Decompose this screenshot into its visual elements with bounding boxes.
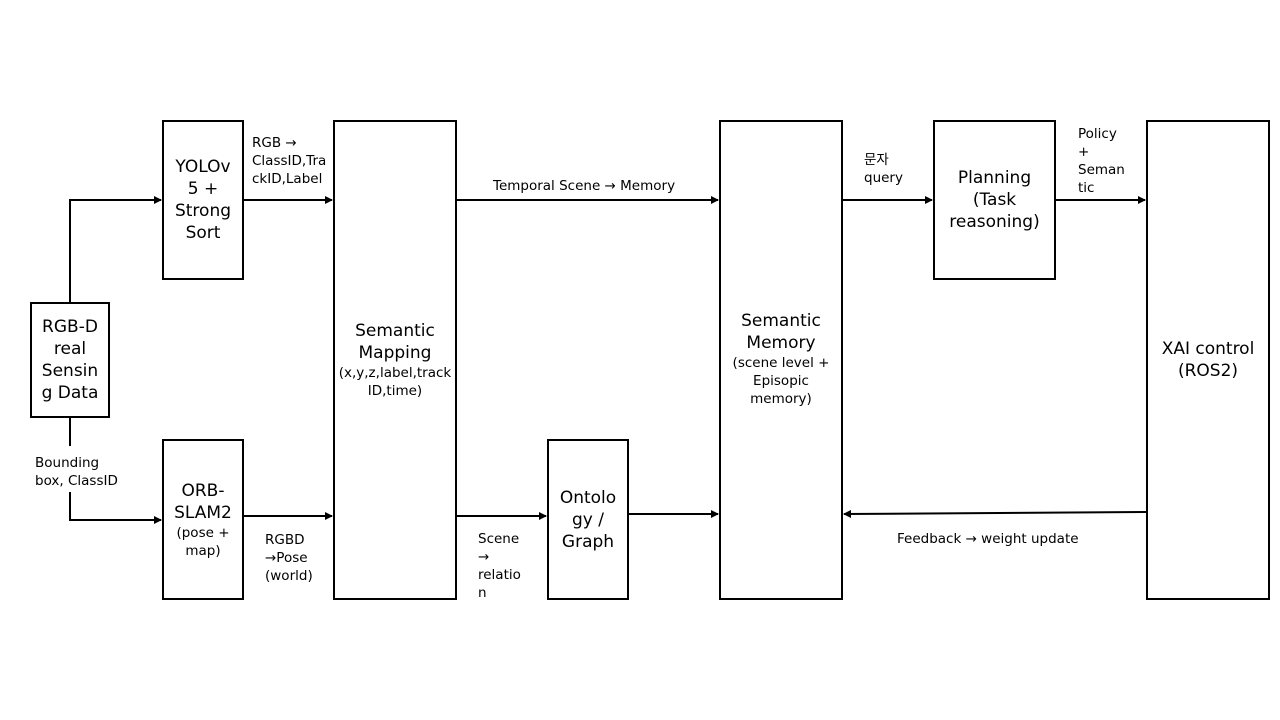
planning-title: Planning (Task reasoning) [949, 168, 1040, 232]
semantic-mapping-title: Semantic Mapping [355, 321, 435, 363]
ontology-graph-title: Ontolo gy / Graph [559, 487, 617, 552]
label-rgbd-to-orb: Bounding box, ClassID [35, 455, 118, 489]
yolo-strongsort-title: YOLOv 5 + Strong Sort [174, 157, 232, 243]
semantic-memory-subtitle: (scene level + Episopic memory) [732, 355, 830, 407]
semantic-memory-title: Semantic Memory [741, 311, 821, 353]
arrow-rgbd-to-yolo [69, 196, 162, 302]
semantic-mapping-box: Semantic Mapping (x,y,z,label,track ID,t… [333, 120, 457, 600]
xai-control-title: XAI control (ROS2) [1161, 339, 1255, 381]
label-memory-to-planning: 문자 query [864, 152, 903, 186]
xai-control-box: XAI control (ROS2) [1146, 120, 1270, 600]
semantic-mapping-subtitle: (x,y,z,label,track ID,time) [338, 365, 452, 399]
label-orb-to-mapping: RGBD →Pose (world) [265, 532, 313, 584]
rgbd-sensing-title: RGB-D real Sensin g Data [41, 317, 99, 403]
label-yolo-to-mapping: RGB → ClassID,Tra ckID,Label [252, 135, 327, 187]
yolo-strongsort-box: YOLOv 5 + Strong Sort [162, 120, 244, 280]
label-mapping-to-ontology: Scene → relatio n [478, 531, 521, 601]
arrow-rgbd-to-orb [69, 492, 162, 524]
label-xai-to-memory: Feedback → weight update [897, 531, 1079, 547]
semantic-memory-box: Semantic Memory (scene level + Episopic … [719, 120, 843, 600]
orb-slam2-box: ORB- SLAM2 (pose + map) [162, 439, 244, 600]
label-planning-to-xai: Policy + Seman tic [1078, 126, 1125, 196]
ontology-graph-box: Ontolo gy / Graph [547, 439, 629, 600]
rgbd-sensing-box: RGB-D real Sensin g Data [30, 302, 110, 418]
planning-box: Planning (Task reasoning) [933, 120, 1056, 280]
orb-slam2-title: ORB- SLAM2 [174, 480, 232, 523]
label-mapping-to-memory: Temporal Scene → Memory [493, 178, 676, 194]
orb-slam2-subtitle: (pose + map) [176, 524, 230, 559]
arrow-xai-to-memory [843, 509, 1147, 518]
